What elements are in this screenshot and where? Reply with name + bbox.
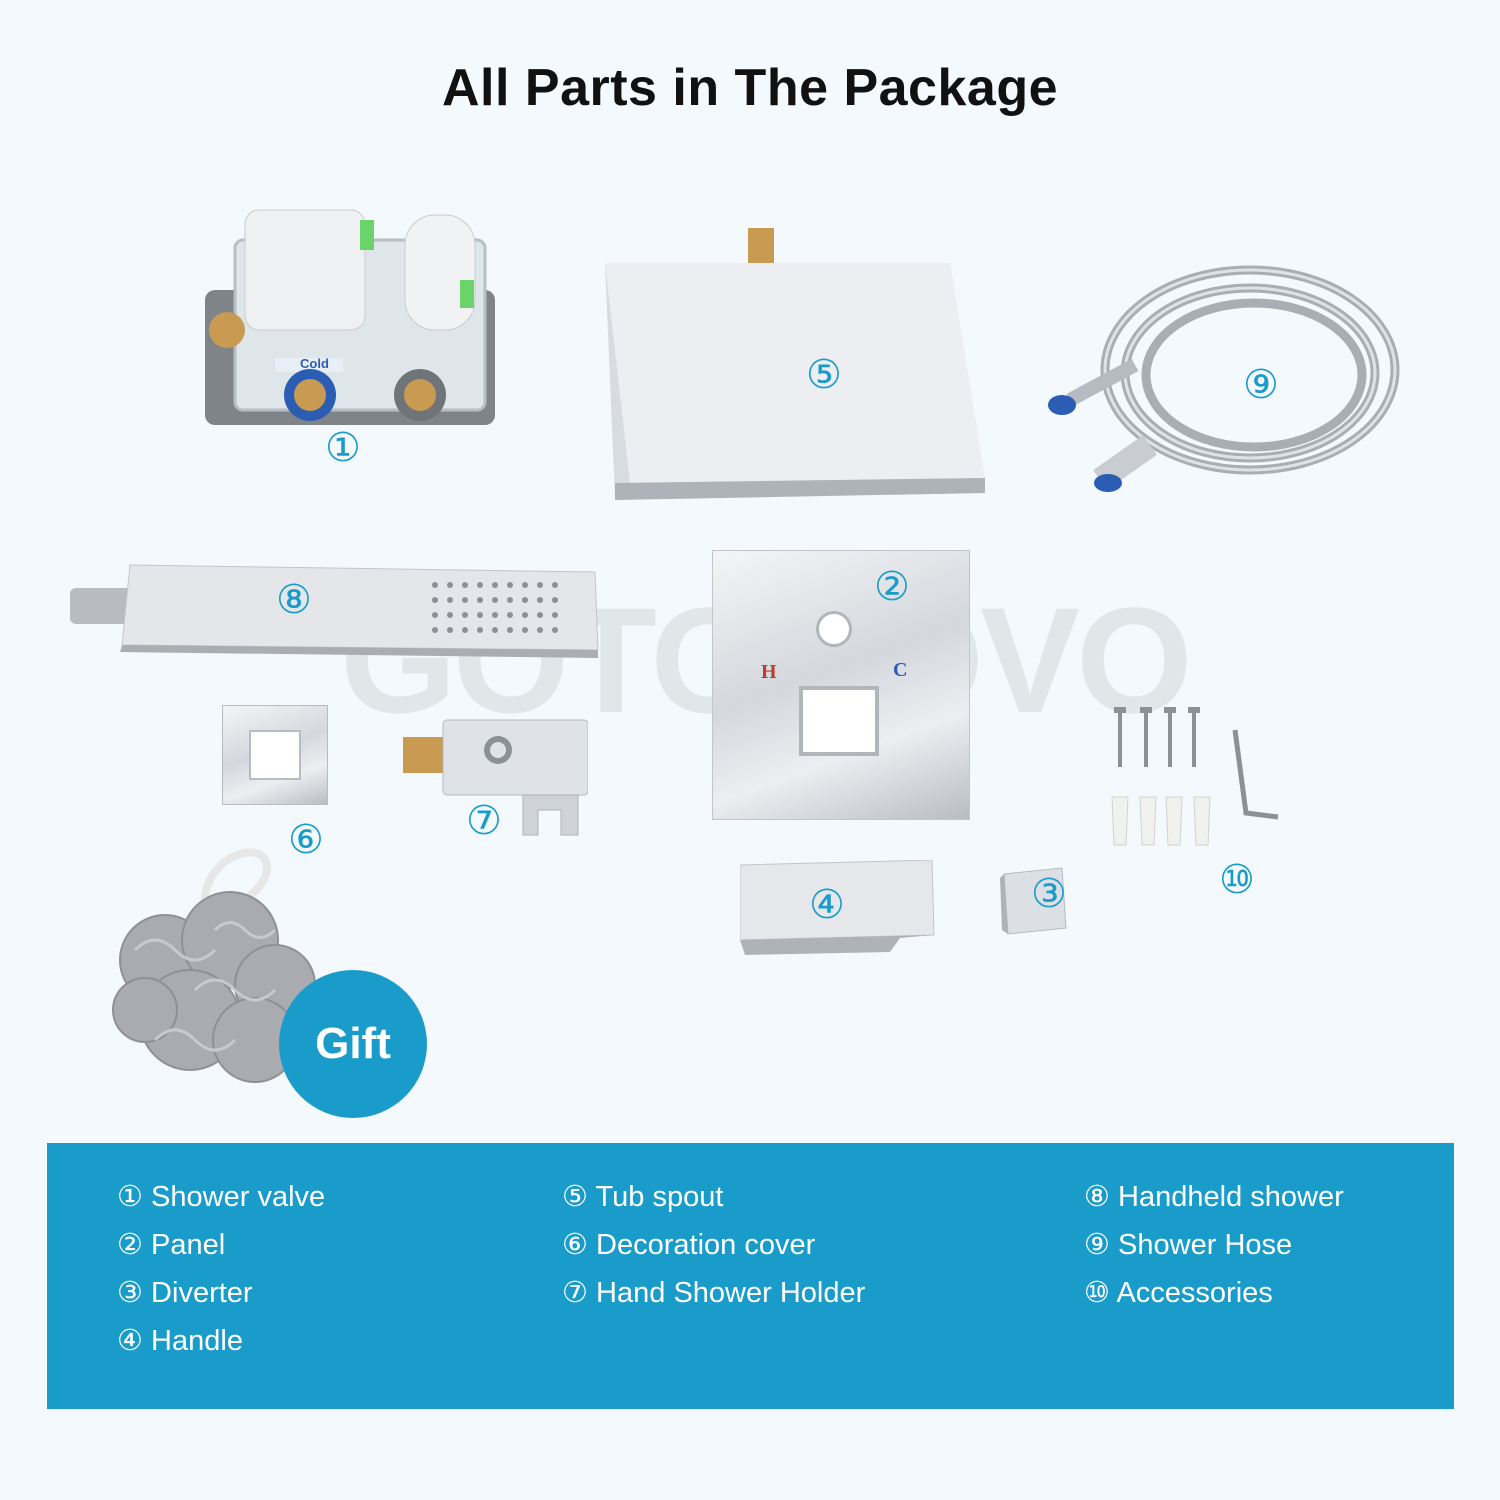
legend-item: ⑦ Hand Shower Holder	[562, 1277, 866, 1309]
shower-hose-image	[1040, 255, 1405, 495]
legend-item: ⑥ Decoration cover	[562, 1229, 816, 1261]
diverter-image	[998, 866, 1068, 936]
legend-column-1: ① Shower valve ② Panel ③ Diverter ④ Hand…	[117, 1173, 325, 1365]
part-number-5: ⑤	[806, 352, 842, 398]
legend-item: ⑨ Shower Hose	[1084, 1229, 1293, 1261]
legend-item: ② Panel	[117, 1229, 226, 1261]
parts-legend: ① Shower valve ② Panel ③ Diverter ④ Hand…	[47, 1143, 1454, 1409]
handle-image	[739, 859, 936, 955]
accessories-image	[1100, 705, 1285, 855]
panel-center-hole	[816, 611, 852, 647]
handheld-shower-image	[70, 560, 600, 660]
legend-item: ⑩ Accessories	[1084, 1277, 1273, 1309]
part-number-10: ⑩	[1219, 857, 1255, 903]
part-number-4: ④	[809, 882, 845, 928]
legend-item: ④ Handle	[117, 1325, 243, 1357]
decoration-cover-image	[222, 705, 328, 805]
legend-item: ③ Diverter	[117, 1277, 253, 1309]
panel-hot-label: H	[761, 661, 777, 683]
shower-valve-image: Cold	[205, 200, 495, 435]
panel-square-opening	[799, 686, 879, 756]
part-number-8: ⑧	[276, 577, 312, 623]
hand-shower-holder-image	[403, 715, 589, 845]
legend-column-3: ⑧ Handheld shower ⑨ Shower Hose ⑩ Access…	[1084, 1173, 1344, 1317]
bath-sponge-image	[105, 840, 325, 1090]
page-title: All Parts in The Package	[441, 59, 1059, 117]
tub-spout-image	[590, 228, 990, 503]
part-number-7: ⑦	[466, 798, 502, 844]
part-number-6: ⑥	[288, 817, 324, 863]
legend-column-2: ⑤ Tub spout ⑥ Decoration cover ⑦ Hand Sh…	[562, 1173, 865, 1317]
gift-badge: Gift	[279, 970, 427, 1118]
legend-item: ① Shower valve	[117, 1181, 326, 1213]
legend-item: ⑧ Handheld shower	[1084, 1181, 1344, 1213]
part-number-3: ③	[1031, 871, 1067, 917]
part-number-9: ⑨	[1243, 362, 1279, 408]
panel-cold-label: C	[893, 659, 908, 681]
part-number-2: ②	[874, 564, 910, 610]
legend-item: ⑤ Tub spout	[562, 1181, 724, 1213]
valve-cold-label: Cold	[300, 356, 329, 371]
panel-image: H C	[712, 550, 970, 820]
part-number-1: ①	[325, 425, 361, 471]
